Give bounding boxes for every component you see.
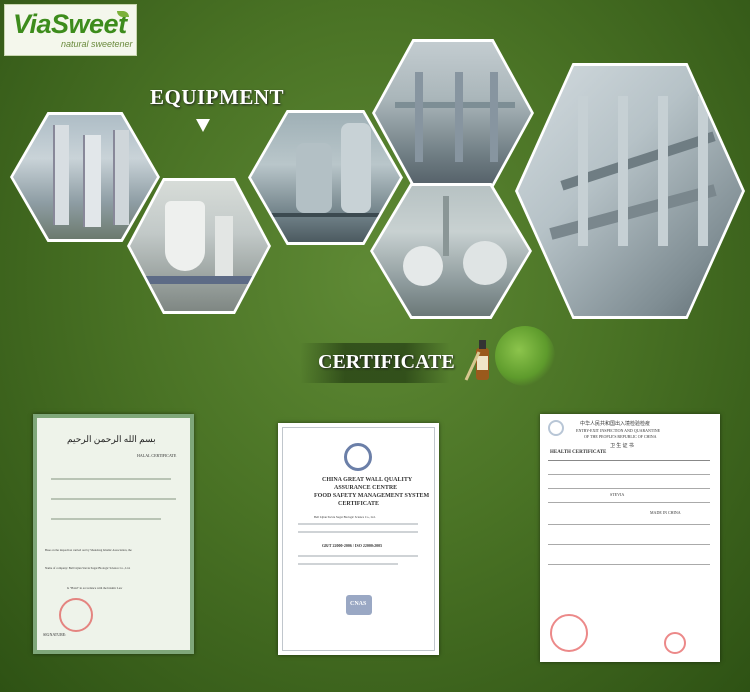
brand-tagline: natural sweetener <box>61 39 133 49</box>
divider <box>51 518 161 520</box>
halal-text-line: Base on the inspection carried out by Sh… <box>45 548 132 552</box>
food-safety-certificate: CHINA GREAT WALL QUALITY ASSURANCE CENTR… <box>278 423 439 655</box>
certificate-heading: CERTIFICATE <box>318 351 455 373</box>
health-line1: ENTRY-EXIT INSPECTION AND QUARANTINE <box>576 428 661 433</box>
fs-line-a: CHINA GREAT WALL QUALITY <box>322 477 413 483</box>
divider <box>548 544 710 545</box>
equipment-photo-steel-tanks <box>248 110 403 245</box>
health-title: HEALTH CERTIFICATE <box>550 450 607 455</box>
fs-line-b: ASSURANCE CENTRE <box>334 485 398 491</box>
health-line2: OF THE PEOPLE'S REPUBLIC OF CHINA <box>584 434 657 439</box>
divider <box>548 488 710 489</box>
halal-seal <box>59 598 93 632</box>
equipment-photo-evaporator <box>10 112 160 242</box>
dropper-bottle-icon <box>464 340 489 381</box>
health-seal <box>550 614 588 652</box>
great-wall-logo-icon <box>344 443 372 471</box>
divider <box>548 474 710 475</box>
divider <box>548 524 710 525</box>
fs-standard: GB/T 22000-2006 / ISO 22000:2005 <box>322 543 383 548</box>
divider <box>51 498 176 500</box>
divider <box>548 460 710 461</box>
health-cn-title: 中华人民共和国出入境检验检疫 <box>580 422 651 427</box>
halal-signature-label: SIGNATURE: <box>43 632 67 637</box>
divider <box>298 555 418 557</box>
halal-title: HALAL CERTIFICATE <box>137 453 177 458</box>
equipment-photo-column-array <box>515 63 745 319</box>
health-origin: MADE IN CHINA <box>650 510 681 515</box>
halal-company-line: Name of company: Bell Lijian Stevia Suga… <box>45 566 131 570</box>
fs-company: Bell Lijian Stevia Sugar Biologic Scienc… <box>314 515 376 519</box>
health-certificate: 中华人民共和国出入境检验检疫 ENTRY-EXIT INSPECTION AND… <box>540 414 720 662</box>
ciq-logo-icon <box>548 420 564 436</box>
equipment-heading: EQUIPMENT <box>150 85 285 109</box>
equipment-photo-reactor-vessels <box>370 183 532 319</box>
cnas-seal-text: CNAS <box>350 601 367 607</box>
divider <box>298 563 398 565</box>
divider <box>548 502 710 503</box>
divider <box>298 523 418 525</box>
cnas-seal-icon <box>346 595 372 615</box>
fs-line-c: FOOD SAFETY MANAGEMENT SYSTEM <box>314 493 430 499</box>
brand-logo: ViaSweet natural sweetener <box>4 4 137 56</box>
halal-certificate: بسم الله الرحمن الرحيم HALAL CERTIFICATE… <box>33 414 194 654</box>
halal-arabic-title: بسم الله الرحمن الرحيم <box>67 434 156 444</box>
leaf-icon <box>117 11 129 17</box>
arrow-down-icon <box>196 119 210 132</box>
halal-law-line: Is "Halal" in accordance with the Islami… <box>67 586 123 590</box>
fs-line-d: CERTIFICATE <box>338 501 380 507</box>
divider <box>298 531 418 533</box>
equipment-photo-spray-dryer <box>127 178 271 314</box>
stevia-plant-image <box>495 326 555 386</box>
brand-name: ViaSweet <box>13 9 127 39</box>
health-product: STEVIA <box>610 492 625 497</box>
equipment-photo-pipe-system <box>372 39 534 187</box>
divider <box>548 564 710 565</box>
certificate-heading-band <box>300 343 450 383</box>
divider <box>51 478 171 480</box>
health-cn-sub: 卫 生 证 书 <box>610 444 634 449</box>
health-seal <box>664 632 686 654</box>
